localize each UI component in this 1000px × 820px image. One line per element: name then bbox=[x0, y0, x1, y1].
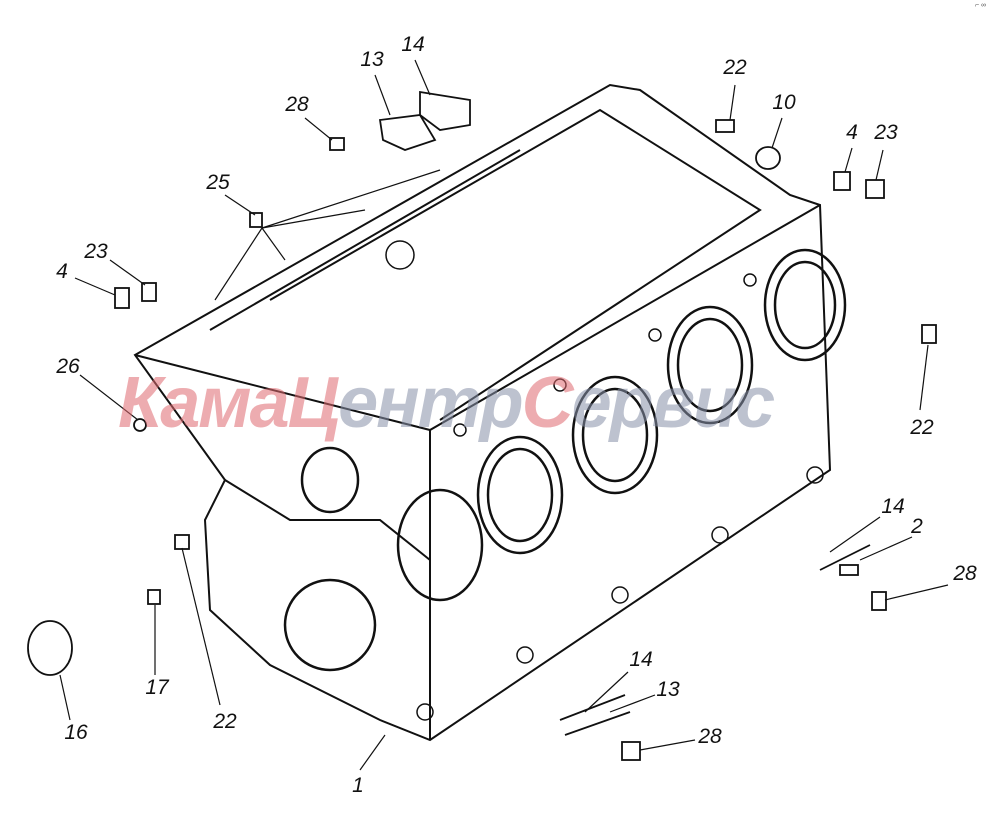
watermark: КамаЦентрСервис bbox=[118, 363, 775, 443]
corner-mark: ⌐ ∞ bbox=[974, 2, 986, 9]
callout-13: 13 bbox=[656, 678, 680, 701]
callout-17: 17 bbox=[145, 676, 169, 699]
callout-22: 22 bbox=[910, 416, 934, 439]
callout-4: 4 bbox=[56, 260, 68, 283]
callout-14: 14 bbox=[881, 495, 905, 518]
callout-23: 23 bbox=[874, 121, 898, 144]
cylinder-bores bbox=[283, 248, 847, 672]
loose-parts bbox=[27, 90, 937, 761]
callout-14: 14 bbox=[401, 33, 425, 56]
callout-26: 26 bbox=[56, 355, 80, 378]
callout-14: 14 bbox=[629, 648, 653, 671]
engine-block bbox=[133, 83, 832, 742]
callout-28: 28 bbox=[698, 725, 722, 748]
callout-22: 22 bbox=[213, 710, 237, 733]
leader-lines bbox=[59, 59, 949, 771]
callout-1: 1 bbox=[352, 774, 364, 797]
callout-28: 28 bbox=[953, 562, 977, 585]
callout-28: 28 bbox=[285, 93, 309, 116]
callout-23: 23 bbox=[84, 240, 108, 263]
bolt-holes bbox=[385, 240, 824, 721]
callout-22: 22 bbox=[723, 56, 747, 79]
callout-10: 10 bbox=[772, 91, 796, 114]
callout-2: 2 bbox=[911, 515, 923, 538]
callout-4: 4 bbox=[846, 121, 858, 144]
callout-13: 13 bbox=[360, 48, 384, 71]
callout-16: 16 bbox=[64, 721, 88, 744]
callout-25: 25 bbox=[206, 171, 230, 194]
